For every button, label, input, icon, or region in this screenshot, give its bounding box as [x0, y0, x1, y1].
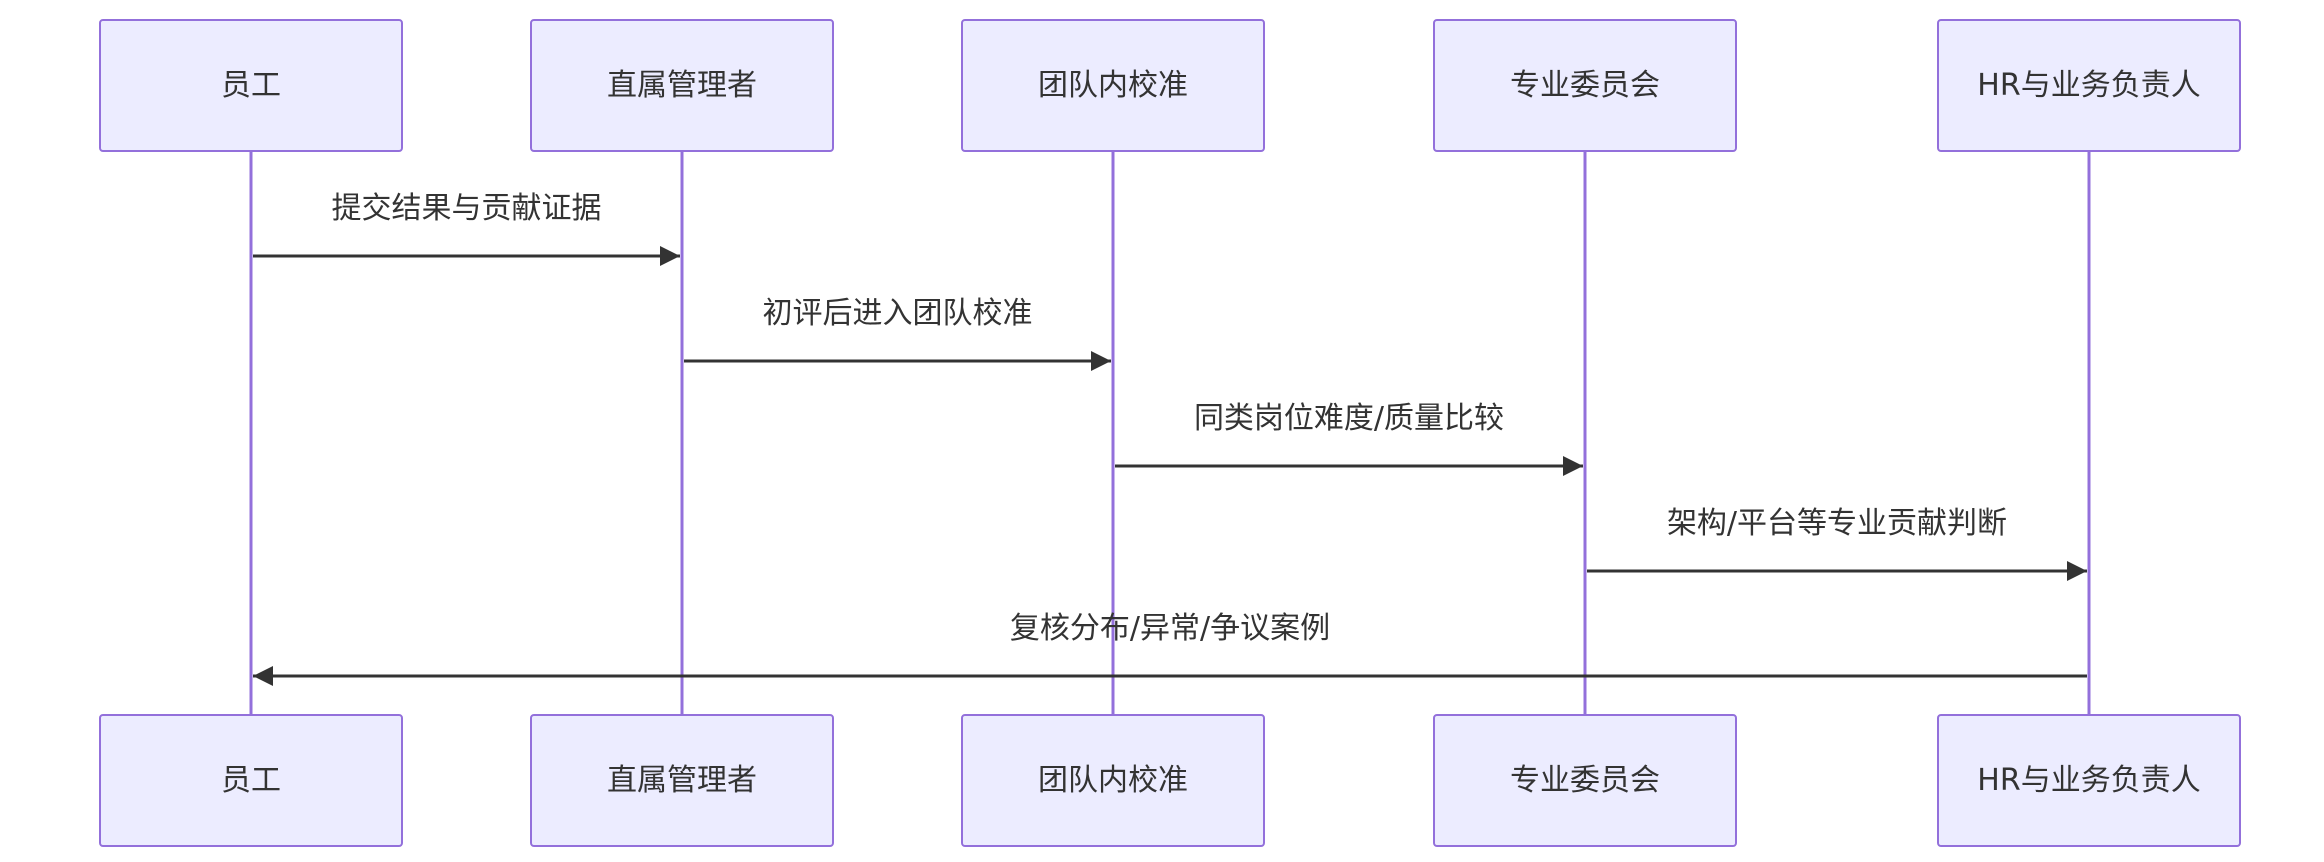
actor-bottom-team_calibration: 团队内校准: [961, 714, 1265, 847]
message-label: 初评后进入团队校准: [763, 296, 1033, 331]
message-label: 复核分布/异常/争议案例: [1010, 611, 1330, 646]
message-label: 同类岗位难度/质量比较: [1194, 401, 1504, 436]
actor-top-employee: 员工: [99, 19, 403, 152]
message-5: 复核分布/异常/争议案例: [253, 611, 2087, 686]
actor-label: 员工: [221, 68, 281, 103]
actor-box: [1937, 19, 2241, 152]
actor-box: [1433, 714, 1737, 847]
actor-bottom-manager: 直属管理者: [530, 714, 834, 847]
actor-box: [961, 714, 1265, 847]
message-label: 提交结果与贡献证据: [332, 191, 602, 226]
lifelines-group: [249, 151, 2091, 715]
actor-top-team_calibration: 团队内校准: [961, 19, 1265, 152]
actor-label: 专业委员会: [1510, 68, 1660, 103]
actor-label: HR与业务负责人: [1977, 763, 2200, 798]
actor-box: [1937, 714, 2241, 847]
actor-label: 员工: [221, 763, 281, 798]
actor-bottom-committee: 专业委员会: [1433, 714, 1737, 847]
actor-top-hr_business: HR与业务负责人: [1937, 19, 2241, 152]
message-label: 架构/平台等专业贡献判断: [1667, 506, 2007, 541]
actor-label: 专业委员会: [1510, 763, 1660, 798]
actor-top-committee: 专业委员会: [1433, 19, 1737, 152]
actor-label: 团队内校准: [1038, 763, 1188, 798]
actor-label: HR与业务负责人: [1977, 68, 2200, 103]
actor-top-manager: 直属管理者: [530, 19, 834, 152]
actor-box: [1433, 19, 1737, 152]
actor-box: [530, 19, 834, 152]
actor-box: [961, 19, 1265, 152]
message-3: 同类岗位难度/质量比较: [1115, 401, 1583, 476]
actor-box: [530, 714, 834, 847]
message-1: 提交结果与贡献证据: [253, 191, 680, 266]
message-2: 初评后进入团队校准: [684, 296, 1111, 371]
actor-box: [99, 19, 403, 152]
actor-label: 直属管理者: [607, 763, 757, 798]
message-4: 架构/平台等专业贡献判断: [1587, 506, 2087, 581]
actor-box: [99, 714, 403, 847]
actor-bottom-employee: 员工: [99, 714, 403, 847]
messages-group: 提交结果与贡献证据初评后进入团队校准同类岗位难度/质量比较架构/平台等专业贡献判…: [253, 191, 2087, 686]
actor-label: 直属管理者: [607, 68, 757, 103]
actor-bottom-hr_business: HR与业务负责人: [1937, 714, 2241, 847]
actor-label: 团队内校准: [1038, 68, 1188, 103]
actors-top-row: 员工 直属管理者 团队内校准 专业委员会 HR与业务负责人: [99, 19, 2241, 152]
actors-bottom-row: 员工 直属管理者 团队内校准 专业委员会 HR与业务负责人: [99, 714, 2241, 847]
